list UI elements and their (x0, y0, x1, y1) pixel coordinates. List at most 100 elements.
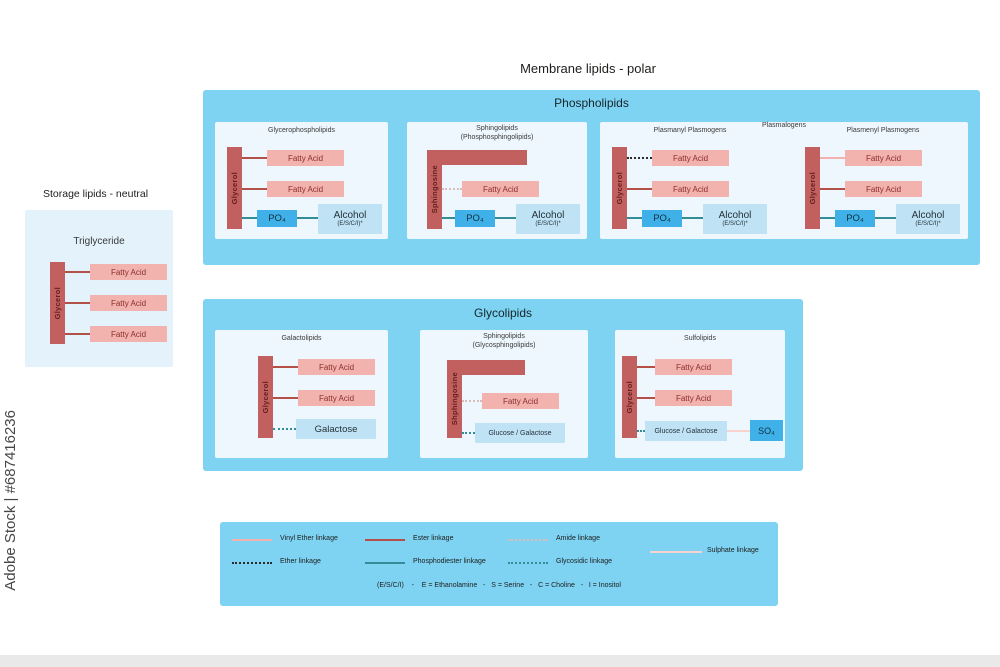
legend-label-phosphodiester: Phosphodiester linkage (413, 558, 486, 565)
alcohol-label: Alcohol (531, 209, 565, 221)
fatty-acid-box: Fatty Acid (482, 393, 559, 409)
glycerol-backbone-label: Glycerol (261, 380, 270, 414)
glycerol-backbone-label: Glycerol (53, 286, 62, 320)
alcohol-note: (E/S/C/I)* (722, 221, 748, 228)
glycerol-backbone-label: Glycerol (230, 171, 239, 205)
phosphodiester-linkage-line (627, 217, 642, 219)
ester-linkage-line (242, 157, 267, 159)
phosphodiester-linkage-line (875, 217, 896, 219)
sugar-box: Glucose / Galactose (475, 423, 565, 443)
watermark: Adobe Stock | #687416236 (2, 386, 19, 614)
legend: Vinyl Ether linkage Ester linkage Amide … (220, 522, 778, 606)
po4-box: PO₄ (257, 210, 297, 227)
glycerophospholipids-panel: Glycerophospholipids Glycerol Fatty Acid… (215, 122, 388, 239)
plasmalogens-panel: Plasmanyl Plasmogens Plasmalogens Plasme… (600, 122, 968, 239)
alcohol-label: Alcohol (718, 209, 752, 221)
alcohol-note: (E/S/C/I)* (915, 221, 941, 228)
fatty-acid-box: Fatty Acid (267, 181, 344, 197)
legend-label-amide: Amide linkage (556, 535, 600, 542)
glycosidic-linkage-line (273, 428, 296, 430)
galactolipids-panel: Galactolipids Glycerol Fatty Acid Fatty … (215, 330, 388, 458)
glycerol-backbone-label: Glycerol (625, 380, 634, 414)
legend-label-ester: Ester linkage (413, 535, 454, 542)
sulfolipids-panel: Sulfolipids Glycerol Fatty Acid Fatty Ac… (615, 330, 785, 458)
phosphosphingolipids-panel: Sphingolipids (Phosphosphingolipids) Sph… (407, 122, 587, 239)
sugar-box: Glucose / Galactose (645, 421, 727, 441)
phosphodiester-linkage-swatch (365, 562, 405, 564)
ester-linkage-line (273, 366, 298, 368)
glycerol-backbone: Glycerol (805, 147, 820, 229)
glycerol-backbone: Glycerol (227, 147, 242, 229)
legend-label-glycosidic: Glycosidic linkage (556, 558, 613, 565)
legend-label-vinyl-ether: Vinyl Ether linkage (280, 535, 338, 542)
galactolipids-label: Galactolipids (281, 335, 322, 342)
plasmenyl-label: Plasmenyl Plasmogens (846, 127, 920, 134)
sulfolipids-label: Sulfolipids (684, 335, 716, 342)
membrane-lipids-title: Membrane lipids - polar (520, 61, 656, 76)
glycosidic-linkage-line (637, 430, 645, 432)
phosphodiester-linkage-line (242, 217, 257, 219)
plasmalogens-label: Plasmalogens (762, 122, 806, 129)
ester-linkage-line (65, 302, 90, 304)
glycosidic-linkage-line (462, 432, 475, 434)
storage-lipids-title: Storage lipids - neutral (42, 188, 149, 200)
legend-label-ether: Ether linkage (280, 558, 321, 565)
vinyl-ether-linkage-line (820, 157, 845, 159)
ester-linkage-line (637, 397, 655, 399)
ester-linkage-line (273, 397, 298, 399)
phosphosphingolipids-sublabel: (Phosphosphingolipids) (460, 134, 534, 141)
fatty-acid-box: Fatty Acid (655, 359, 732, 375)
ester-linkage-line (242, 188, 267, 190)
sphingosine-backbone-horizontal (447, 360, 525, 375)
glycerol-backbone: Glycerol (50, 262, 65, 344)
ester-linkage-swatch (365, 539, 405, 541)
amide-linkage-line (442, 188, 462, 190)
bottom-strip (0, 655, 1000, 667)
glycerol-backbone-label: Glycerol (615, 171, 624, 205)
ester-linkage-line (627, 188, 652, 190)
sphingosine-backbone-label: Sphingosine (430, 165, 439, 214)
alcohol-label: Alcohol (911, 209, 945, 221)
alcohol-label: Alcohol (333, 209, 367, 221)
sulphate-linkage-swatch (650, 551, 702, 553)
fatty-acid-box: Fatty Acid (845, 150, 922, 166)
alcohol-box: Alcohol (E/S/C/I)* (318, 204, 382, 234)
ether-linkage-line (627, 157, 652, 159)
sphingosine-backbone-label: Shphingosine (450, 372, 459, 426)
ester-linkage-line (637, 366, 655, 368)
fatty-acid-box: Fatty Acid (90, 264, 167, 280)
phosphodiester-linkage-line (442, 217, 455, 219)
glycolipids-title: Glycolipids (473, 306, 533, 320)
triglyceride-title: Triglyceride (73, 236, 125, 247)
fatty-acid-box: Fatty Acid (652, 150, 729, 166)
sphingosine-backbone-horizontal (427, 150, 527, 165)
fatty-acid-box: Fatty Acid (298, 359, 375, 375)
po4-box: PO₄ (835, 210, 875, 227)
glycosphingolipids-panel: Sphingolipids (Glycosphingolipids) Shphi… (420, 330, 588, 458)
phospholipids-section: Phospholipids Glycerophospholipids Glyce… (203, 90, 980, 265)
sphingolipids-label: Sphingolipids (483, 333, 525, 340)
glycolipids-section: Glycolipids Galactolipids Glycerol Fatty… (203, 299, 803, 471)
phosphodiester-linkage-line (297, 217, 318, 219)
vinyl-ether-linkage-swatch (232, 539, 272, 541)
fatty-acid-box: Fatty Acid (90, 326, 167, 342)
phospholipids-title: Phospholipids (554, 96, 629, 110)
glycosphingolipids-sublabel: (Glycosphingolipids) (472, 342, 536, 349)
alcohol-note: (E/S/C/I)* (535, 221, 561, 228)
legend-abbreviation-note: (E/S/C/I) - E = Ethanolamine - S = Serin… (377, 582, 621, 589)
watermark-text: Adobe Stock | #687416236 (2, 409, 19, 591)
fatty-acid-box: Fatty Acid (90, 295, 167, 311)
fatty-acid-box: Fatty Acid (298, 390, 375, 406)
fatty-acid-box: Fatty Acid (655, 390, 732, 406)
legend-label-sulphate: Sulphate linkage (707, 547, 759, 554)
alcohol-box: Alcohol (E/S/C/I)* (516, 204, 580, 234)
ester-linkage-line (65, 271, 90, 273)
sulphate-linkage-line (727, 430, 750, 432)
ether-linkage-swatch (232, 562, 272, 564)
ester-linkage-line (65, 333, 90, 335)
po4-box: PO₄ (455, 210, 495, 227)
phosphodiester-linkage-line (682, 217, 703, 219)
glycosidic-linkage-swatch (508, 562, 548, 564)
glycerol-backbone: Glycerol (258, 356, 273, 438)
